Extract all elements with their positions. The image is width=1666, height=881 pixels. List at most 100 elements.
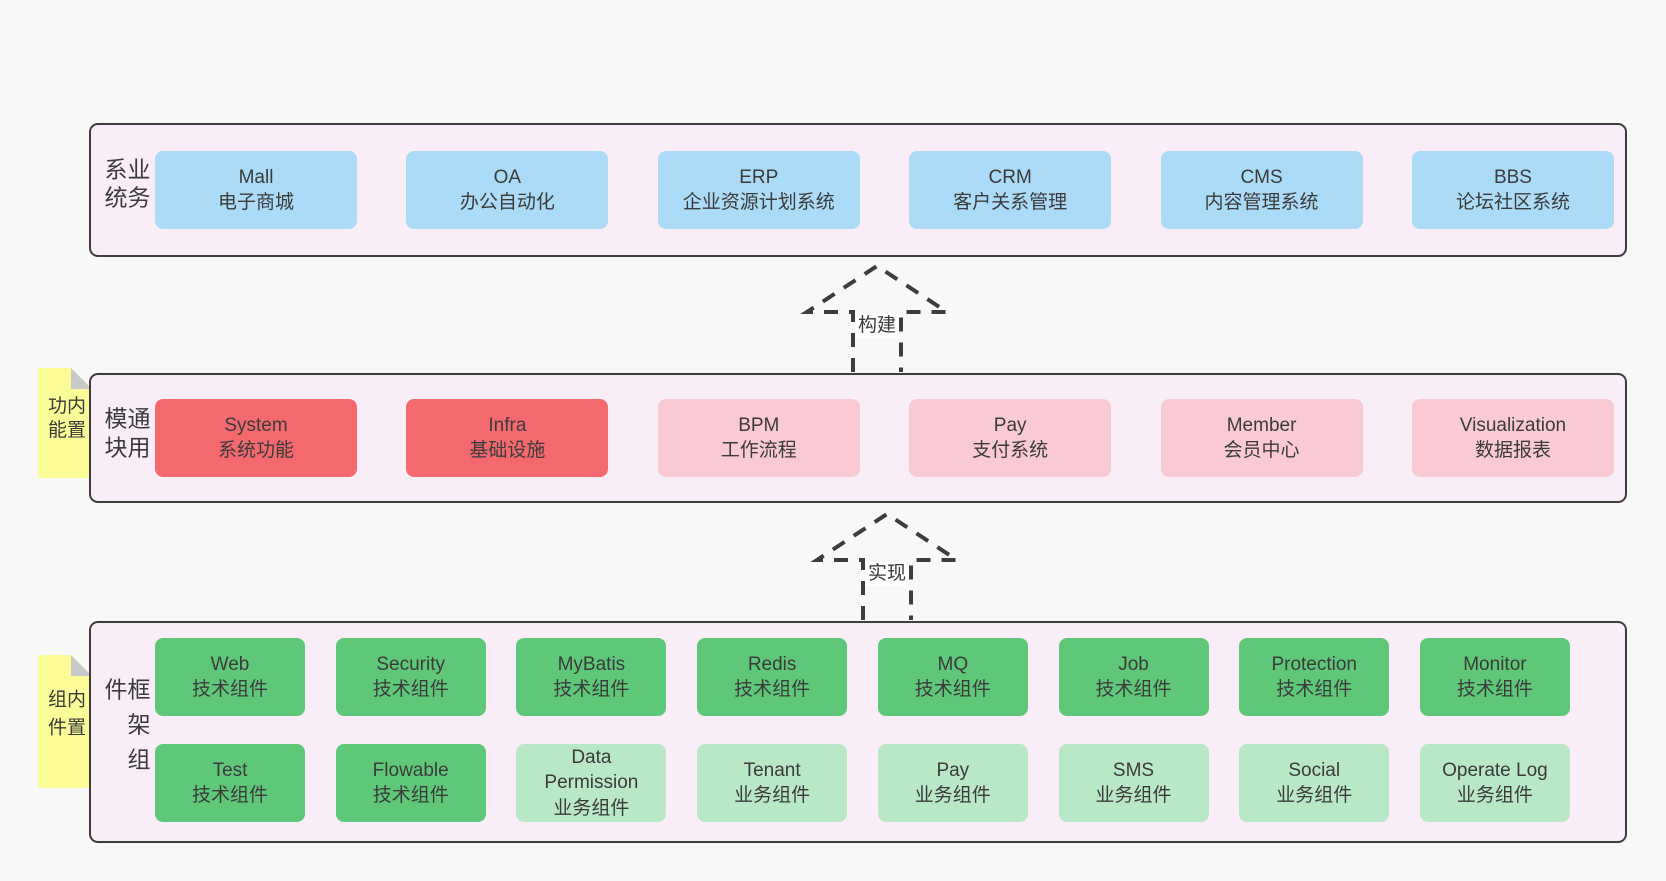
box-subtitle: 技术组件	[1095, 679, 1172, 700]
box-subtitle: 业务组件	[914, 785, 991, 806]
box-subtitle: 系统功能	[217, 440, 294, 461]
box-web: Web 技术组件	[155, 638, 305, 716]
box-subtitle: 电子商城	[217, 192, 294, 213]
box-subtitle: 技术组件	[1276, 679, 1353, 700]
band-framework-components: 框架组件 Web 技术组件 Security 技术组件 MyBatis 技术组件…	[89, 621, 1627, 843]
box-subtitle: 支付系统	[972, 440, 1049, 461]
box-system: System 系统功能	[155, 399, 357, 477]
band-row: Web 技术组件 Security 技术组件 MyBatis 技术组件 Redi…	[155, 638, 1570, 716]
box-title: Member	[1226, 414, 1297, 436]
box-subtitle: 数据报表	[1474, 440, 1551, 461]
box-subtitle: 技术组件	[372, 785, 449, 806]
box-social: Social 业务组件	[1239, 744, 1390, 822]
box-subtitle: 工作流程	[720, 440, 797, 461]
box-bpm: BPM 工作流程	[657, 399, 860, 477]
box-visualization: Visualization 数据报表	[1411, 399, 1614, 477]
box-sms: SMS 业务组件	[1058, 744, 1209, 822]
box-subtitle: 技术组件	[914, 679, 991, 700]
box-title: Test	[212, 759, 248, 781]
box-title: MQ	[937, 653, 969, 675]
box-mall: Mall 电子商城	[155, 151, 357, 229]
box-title: BPM	[738, 414, 780, 436]
box-title: Flowable	[372, 759, 449, 781]
box-subtitle: 会员中心	[1223, 440, 1300, 461]
band-row: Mall 电子商城 OA 办公自动化 ERP 企业资源计划系统 CRM 客户关系…	[155, 151, 1614, 229]
sticky-note-label: 内置组件	[45, 688, 85, 745]
box-title: System	[224, 414, 288, 436]
box-title: Tenant	[743, 759, 801, 781]
box-monitor: Monitor 技术组件	[1419, 638, 1570, 716]
box-subtitle: 技术组件	[1456, 679, 1533, 700]
box-subtitle: 技术组件	[191, 785, 268, 806]
box-title: CRM	[988, 166, 1032, 188]
box-title: CMS	[1240, 166, 1283, 188]
band-row: System 系统功能 Infra 基础设施 BPM 工作流程 Pay 支付系统…	[155, 399, 1614, 477]
box-title: Infra	[488, 414, 527, 436]
box-title: Security	[376, 653, 446, 675]
box-subtitle: 业务组件	[553, 797, 630, 819]
box-title: OA	[493, 166, 522, 188]
box-test: Test 技术组件	[155, 744, 305, 822]
box-pay-component: Pay 业务组件	[877, 744, 1028, 822]
box-pay-module: Pay 支付系统	[909, 399, 1112, 477]
arrow-label: 构建	[854, 314, 900, 338]
box-title: Data Permission	[544, 747, 639, 794]
box-subtitle: 办公自动化	[459, 192, 555, 213]
box-mybatis: MyBatis 技术组件	[516, 638, 667, 716]
box-tenant: Tenant 业务组件	[697, 744, 848, 822]
box-title: Monitor	[1463, 653, 1527, 675]
box-title: Redis	[747, 653, 797, 675]
box-mq: MQ 技术组件	[877, 638, 1028, 716]
box-subtitle: 技术组件	[553, 679, 630, 700]
box-cms: CMS 内容管理系统	[1160, 151, 1363, 229]
box-title: Job	[1118, 653, 1149, 675]
box-title: Operate Log	[1442, 759, 1548, 781]
build-arrow-icon: 构建	[797, 258, 957, 374]
box-subtitle: 企业资源计划系统	[682, 192, 835, 213]
box-title: SMS	[1112, 759, 1155, 781]
box-subtitle: 技术组件	[372, 679, 449, 700]
arrow-label: 实现	[864, 562, 910, 586]
box-title: Protection	[1271, 653, 1357, 675]
box-title: Web	[210, 653, 250, 675]
band-common-modules: 通用模块 System 系统功能 Infra 基础设施 BPM 工作流程 Pay…	[89, 373, 1627, 503]
sticky-note-built-in-components: 内置组件	[38, 655, 92, 788]
box-flowable: Flowable 技术组件	[335, 744, 486, 822]
box-subtitle: 技术组件	[734, 679, 811, 700]
box-subtitle: 客户关系管理	[953, 192, 1068, 213]
box-subtitle: 业务组件	[734, 785, 811, 806]
box-title: Mall	[238, 166, 274, 188]
box-data-permission: Data Permission 业务组件	[516, 744, 667, 822]
box-infra: Infra 基础设施	[406, 399, 609, 477]
implement-arrow-icon: 实现	[807, 506, 967, 622]
box-bbs: BBS 论坛社区系统	[1411, 151, 1614, 229]
box-protection: Protection 技术组件	[1239, 638, 1390, 716]
box-title: MyBatis	[557, 653, 626, 675]
box-subtitle: 内容管理系统	[1204, 192, 1319, 213]
band-row: Test 技术组件 Flowable 技术组件 Data Permission …	[155, 744, 1570, 822]
box-subtitle: 业务组件	[1276, 785, 1353, 806]
box-title: Visualization	[1459, 414, 1567, 436]
box-operate-log: Operate Log 业务组件	[1419, 744, 1570, 822]
box-oa: OA 办公自动化	[406, 151, 609, 229]
box-title: ERP	[739, 166, 779, 188]
box-subtitle: 论坛社区系统	[1455, 192, 1570, 213]
box-security: Security 技术组件	[335, 638, 486, 716]
band-label: 通用模块	[101, 406, 150, 465]
box-subtitle: 基础设施	[469, 440, 546, 461]
box-title: Pay	[936, 759, 970, 781]
band-business-systems: 业务系统 Mall 电子商城 OA 办公自动化 ERP 企业资源计划系统 CRM…	[89, 123, 1627, 257]
box-title: BBS	[1493, 166, 1532, 188]
band-label: 框架组件	[101, 677, 150, 783]
box-redis: Redis 技术组件	[697, 638, 848, 716]
box-title: Social	[1288, 759, 1341, 781]
sticky-note-built-in-functions: 内置功能	[38, 368, 92, 478]
sticky-note-label: 内置功能	[45, 395, 85, 444]
box-job: Job 技术组件	[1058, 638, 1209, 716]
box-title: Pay	[993, 414, 1027, 436]
box-crm: CRM 客户关系管理	[909, 151, 1112, 229]
box-subtitle: 业务组件	[1095, 785, 1172, 806]
box-subtitle: 业务组件	[1456, 785, 1533, 806]
box-member: Member 会员中心	[1160, 399, 1363, 477]
